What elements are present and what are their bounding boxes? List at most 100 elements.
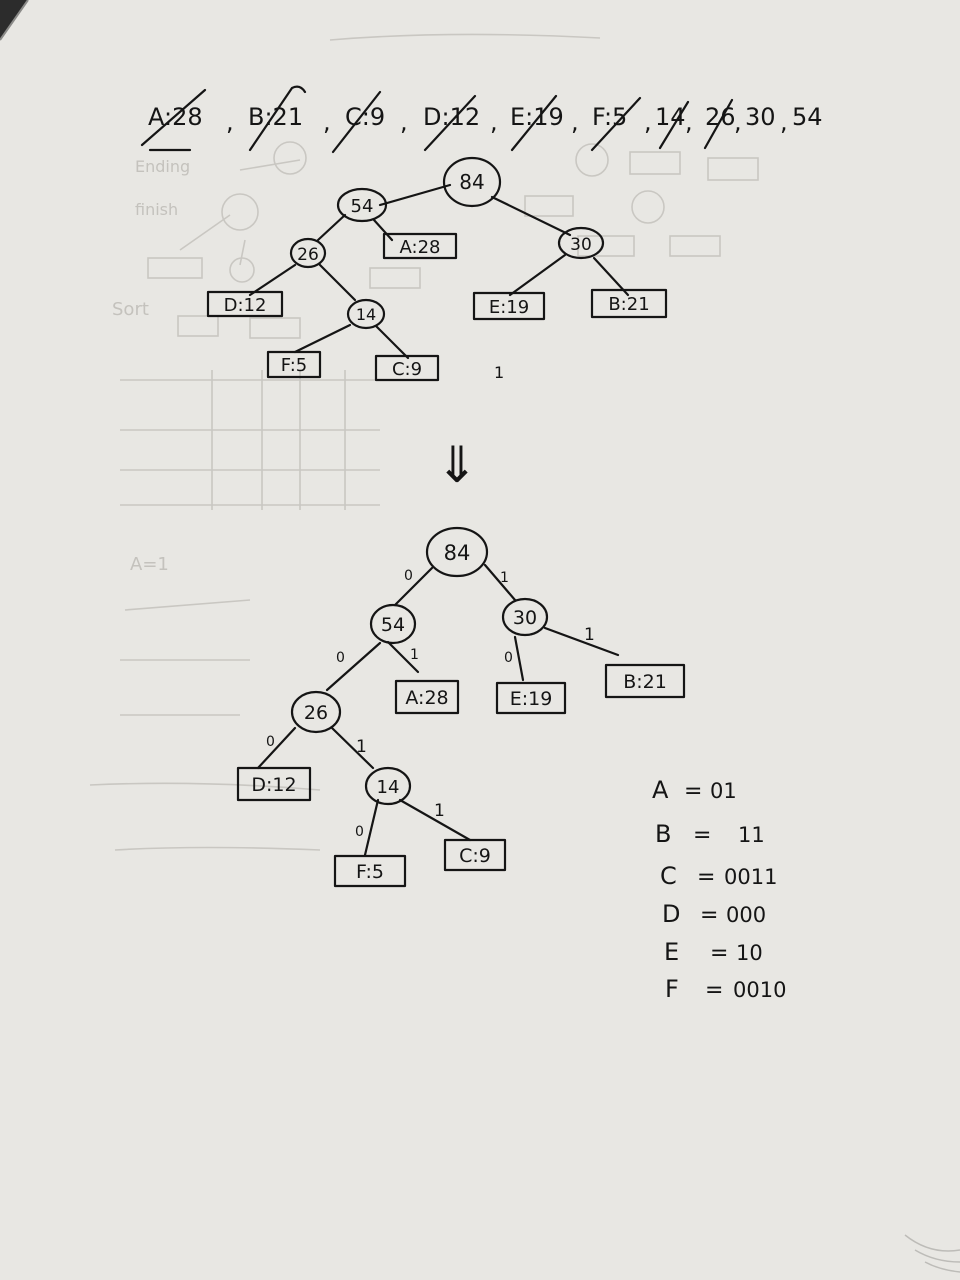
freq-separator: , [323,108,331,136]
freq-item-b: B:21 [248,103,303,131]
freq-item-14: 14 [655,103,686,131]
tree-construction: 84 54 26 14 30 A:28 D:12 F:5 C:9 E:19 B:… [206,156,668,382]
tree-top-node-54 [336,187,388,223]
tree-top-leaf-e-box [472,291,546,321]
tree-final-node-30-label: 30 [513,607,537,629]
tree-final-leaf-b-box [604,663,686,699]
freq-separator: , [490,108,498,136]
code-symbol: D [662,900,680,928]
tree-top-leaf-f: F:5 [281,355,307,376]
tree-final-leaf-a: A:28 [405,687,448,709]
svg-text:finish: finish [135,200,178,219]
tree-final-leaf-a-box [394,679,460,715]
tree-final-leaf-b: B:21 [623,671,667,693]
tree-final-leaf-f-box [333,854,407,888]
svg-text:Ending: Ending [135,157,190,176]
freq-item-54: 54 [792,103,823,131]
code-equals: = [697,865,715,890]
tree-top-node-84 [442,156,502,208]
edge-bit-0: 0 [266,734,275,750]
freq-item-c: C:9 [345,103,385,131]
tree-final-node-14-label: 14 [377,777,400,798]
tree-final-node-54 [369,603,417,645]
tree-top-leaf-b: B:21 [608,294,649,315]
tree-final-node-84 [425,526,489,578]
down-arrow-icon: ⇓ [436,436,478,494]
edge-bit-1: 1 [584,625,595,645]
edge-bit-1: 1 [434,801,445,821]
page-edge-shadow [0,0,29,41]
freq-separator: , [734,108,742,136]
freq-separator: , [644,108,652,136]
code-symbol: B [655,820,671,848]
tree-top-node-30-label: 30 [570,235,592,255]
tree-final-leaf-d-box [236,766,312,802]
tree-top-node-30 [557,226,605,260]
tree-top-edges [248,183,630,360]
tree-top-leaf-a: A:28 [400,237,441,258]
code-row: F = 0010 [665,975,786,1003]
freq-separator: , [400,108,408,136]
tree-final-leaf-e-box [495,681,567,715]
code-equals: = [705,978,723,1003]
tree-final-node-26 [290,690,342,734]
svg-text:Sort: Sort [112,299,149,320]
tree-top-node-84-label: 84 [459,170,484,194]
edge-bit-1: 1 [356,737,367,757]
tree-final-leaf-f: F:5 [356,861,384,883]
code-value: 0010 [733,978,786,1002]
code-symbol: A [652,776,669,804]
tree-final-node-30 [501,597,549,637]
tree-final-node-84-label: 84 [444,541,471,565]
tree-top-node-14 [346,298,386,330]
edge-bit-1: 1 [410,647,419,663]
tree-top-leaf-f-box [266,350,322,379]
freq-separator: , [780,108,788,136]
stray-mark: 1 [494,363,504,382]
code-row: A = 01 [652,776,737,804]
tree-top-leaf-d: D:12 [224,295,267,316]
tree-top-node-54-label: 54 [351,196,374,217]
freq-item-26: 26 [705,103,736,131]
tree-final-leaf-c-box [443,838,507,872]
tree-final-edges [256,563,620,857]
bleed-through-marks: Ending finish Sort A=1 [89,33,759,851]
code-value: 10 [736,941,763,965]
tree-top-node-26 [289,237,327,269]
tree-final-leaf-d: D:12 [251,774,296,796]
tree-top-leaf-b-box [590,288,668,319]
code-symbol: F [665,975,679,1003]
strike-marks [140,85,734,154]
frequency-list: A:28 , B:21 , C:9 , D:12 , E:19 , F:5 , … [140,85,823,154]
edge-bit-0: 0 [404,568,413,584]
tree-top-leaf-c-box [374,354,440,382]
svg-text:A=1: A=1 [130,554,169,575]
tree-top-node-26-label: 26 [297,245,319,265]
huffman-code-table: A = 01 B = 11 C = 0011 D = 000 E = 10 F … [652,776,786,1003]
freq-separator: , [685,108,693,136]
tree-final-leaf-e: E:19 [510,688,553,710]
tree-final-node-14 [364,766,412,806]
tree-top-leaf-e: E:19 [489,297,529,318]
code-value: 01 [710,779,737,803]
code-row: D = 000 [662,900,766,928]
tree-final: 84 54 30 26 14 A:28 E:19 B:21 D:12 F:5 C… [236,526,686,888]
freq-separator: , [571,108,579,136]
code-value: 11 [738,823,765,847]
freq-item-e: E:19 [510,103,564,131]
code-symbol: C [660,862,677,890]
freq-item-d: D:12 [423,103,480,131]
tree-top-leaf-c: C:9 [392,359,422,380]
code-symbol: E [664,938,679,966]
code-equals: = [710,941,728,966]
code-equals: = [693,823,711,848]
tree-final-node-26-label: 26 [304,702,328,724]
edge-bit-1: 1 [500,570,509,586]
stacked-page-edges [904,1234,960,1273]
edge-bit-0: 0 [336,650,345,666]
code-row: B = 11 [655,820,765,848]
code-row: E = 10 [664,938,763,966]
